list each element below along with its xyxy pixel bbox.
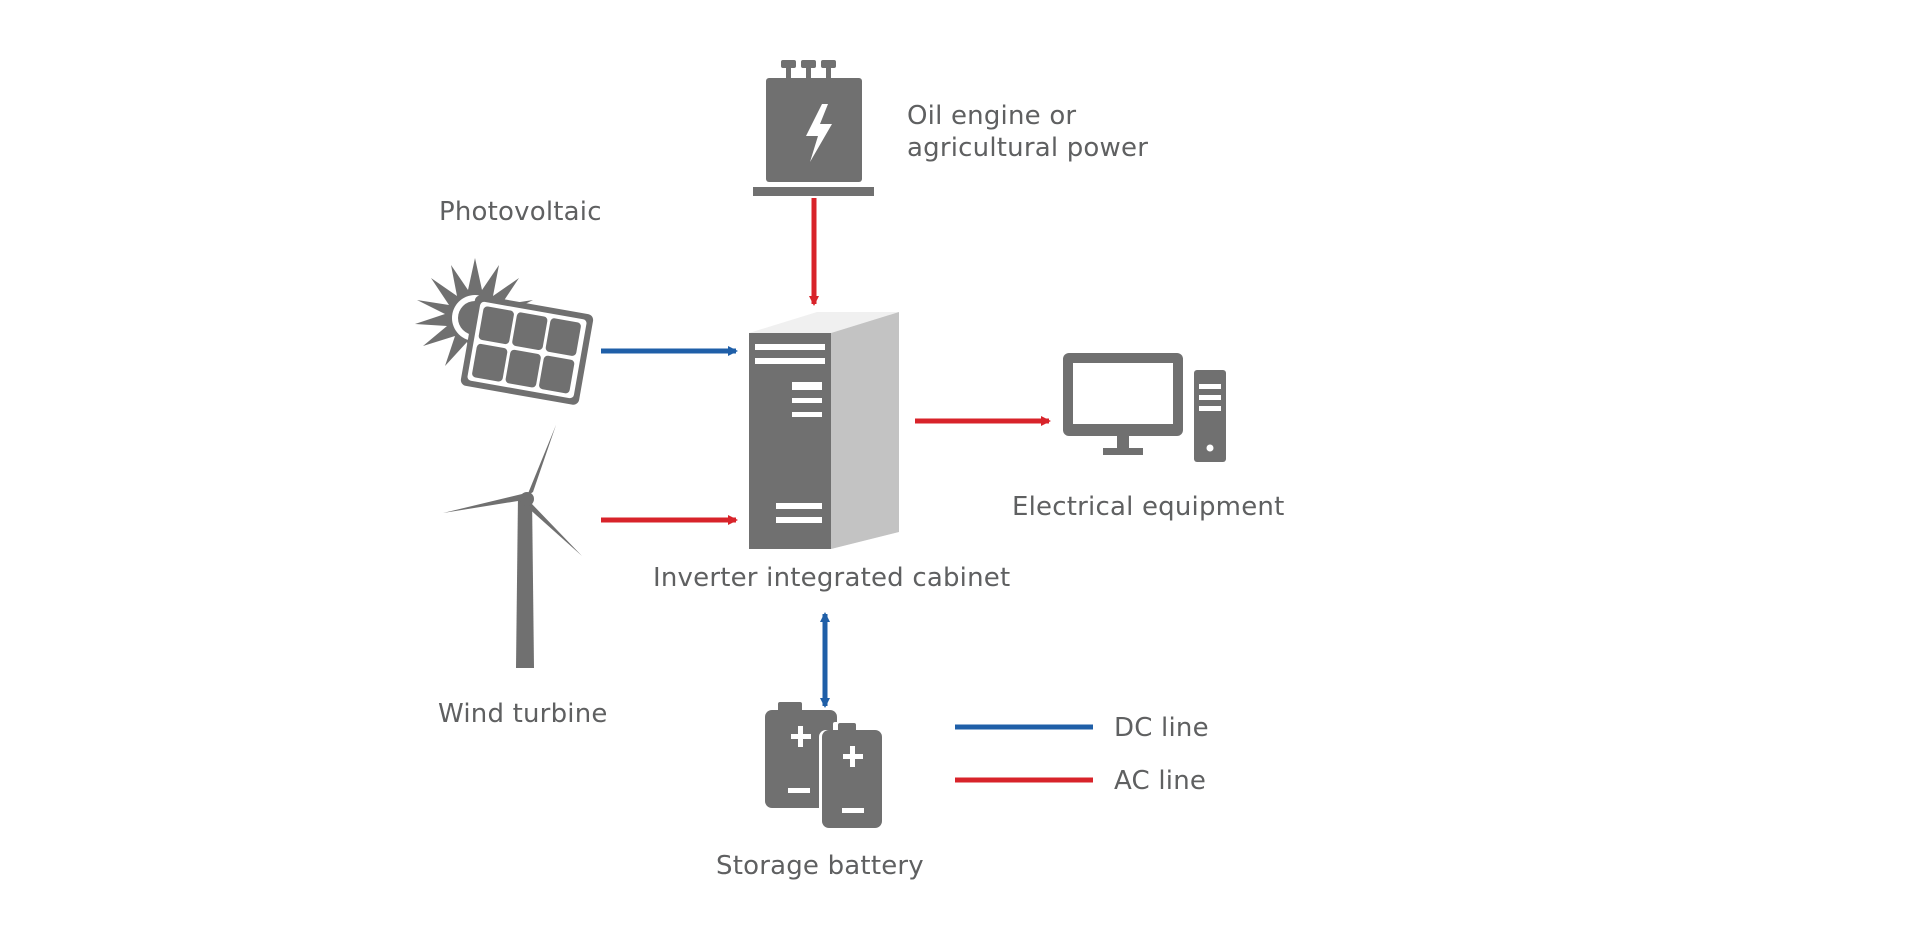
server-cabinet-icon: [749, 312, 899, 549]
legend-ac-label: AC line: [1114, 766, 1207, 796]
legend-dc-label: DC line: [1114, 713, 1209, 743]
desktop-computer-icon: [1063, 353, 1226, 462]
oil-engine-label: Oil engine or agricultural power: [907, 100, 1148, 164]
oil-engine-label-line2: agricultural power: [907, 133, 1149, 163]
oil-engine-label-line1: Oil engine or: [907, 101, 1077, 131]
wind-turbine-label: Wind turbine: [438, 699, 608, 729]
storage-battery-label: Storage battery: [716, 851, 924, 881]
photovoltaic-label: Photovoltaic: [439, 197, 602, 227]
generator-icon: [753, 60, 874, 196]
battery-icon: [765, 702, 883, 830]
wind-turbine-icon: [443, 425, 582, 668]
solar-panel-icon: [415, 258, 594, 405]
inverter-cabinet-label: Inverter integrated cabinet: [653, 563, 1011, 593]
electrical-equipment-label: Electrical equipment: [1012, 492, 1285, 522]
